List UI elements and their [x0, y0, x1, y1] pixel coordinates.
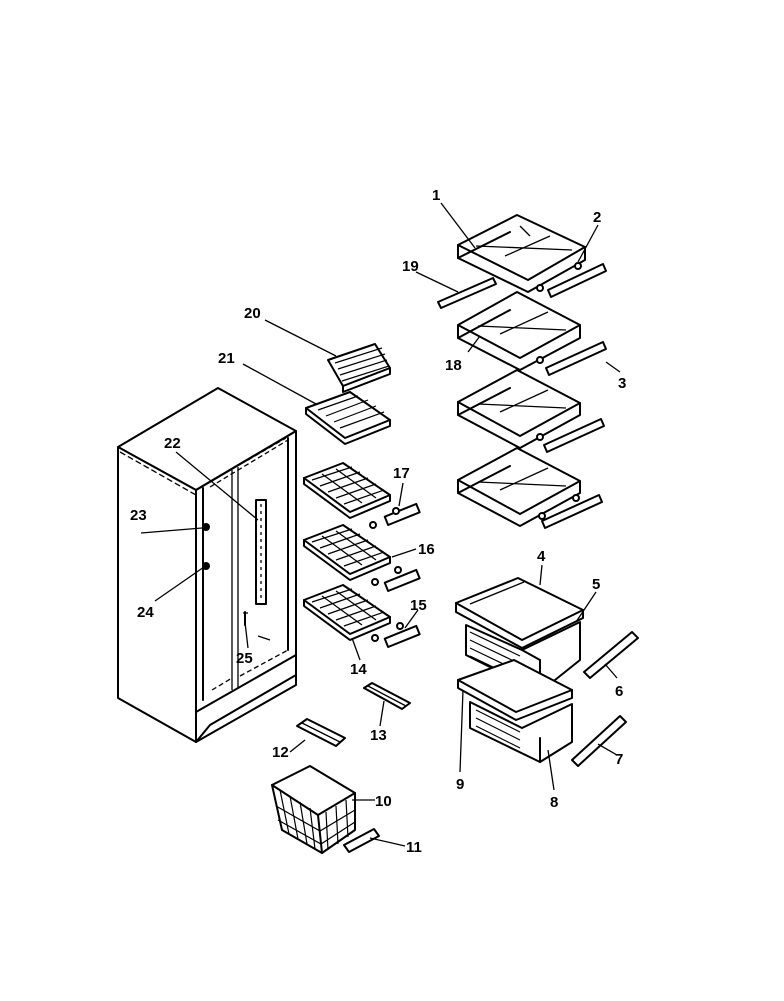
callout-9: 9 [456, 776, 464, 793]
callout-20: 20 [244, 305, 261, 322]
callout-10: 10 [375, 793, 392, 810]
freezer-shelf-lower [305, 391, 391, 445]
rail-6 [583, 631, 639, 679]
callout-22: 22 [164, 435, 181, 452]
glass-shelf-2 [457, 291, 581, 371]
callout-13: 13 [370, 727, 387, 744]
crisper-cover-upper [455, 577, 584, 649]
callout-11: 11 [406, 839, 422, 856]
callout-3: 3 [618, 375, 626, 392]
callout-19: 19 [402, 258, 419, 275]
rail-13 [363, 682, 411, 710]
callout-14: 14 [350, 661, 367, 678]
wire-shelf-1 [303, 462, 391, 519]
glass-shelf-4 [457, 447, 581, 527]
crisper-drawer-lower [469, 701, 573, 763]
crisper-drawer-upper [465, 621, 581, 693]
callout-12: 12 [272, 744, 289, 761]
callout-15: 15 [410, 597, 427, 614]
crisper-cover-lower [457, 659, 573, 721]
wire-basket [271, 765, 356, 854]
callout-6: 6 [615, 683, 623, 700]
glass-shelf-rails [437, 262, 607, 529]
callout-16: 16 [418, 541, 435, 558]
callout-1: 1 [432, 187, 440, 204]
callout-21: 21 [218, 350, 235, 367]
callout-5: 5 [592, 576, 600, 593]
shelf-brackets-left [369, 502, 421, 649]
wire-shelf-2 [303, 524, 391, 581]
rail-12 [296, 718, 346, 747]
callout-17: 17 [393, 465, 410, 482]
glass-shelf-1 [457, 214, 586, 293]
callout-18: 18 [445, 357, 462, 374]
rail-7 [571, 715, 627, 767]
callout-4: 4 [537, 548, 546, 565]
callout-8: 8 [550, 794, 558, 811]
leader-lines [140, 202, 621, 847]
callout-labels: 1 2 3 4 5 6 7 8 9 10 11 12 13 14 15 16 1… [130, 187, 626, 856]
rail-11 [343, 828, 380, 853]
wire-shelf-3 [303, 584, 391, 641]
callout-23: 23 [130, 507, 147, 524]
callout-2: 2 [593, 209, 601, 226]
callout-7: 7 [615, 751, 623, 768]
glass-shelf-3 [457, 369, 581, 449]
freezer-shelf-upper [327, 343, 391, 393]
callout-25: 25 [236, 650, 253, 667]
refrigerator-cabinet [117, 387, 297, 743]
callout-24: 24 [137, 604, 154, 621]
